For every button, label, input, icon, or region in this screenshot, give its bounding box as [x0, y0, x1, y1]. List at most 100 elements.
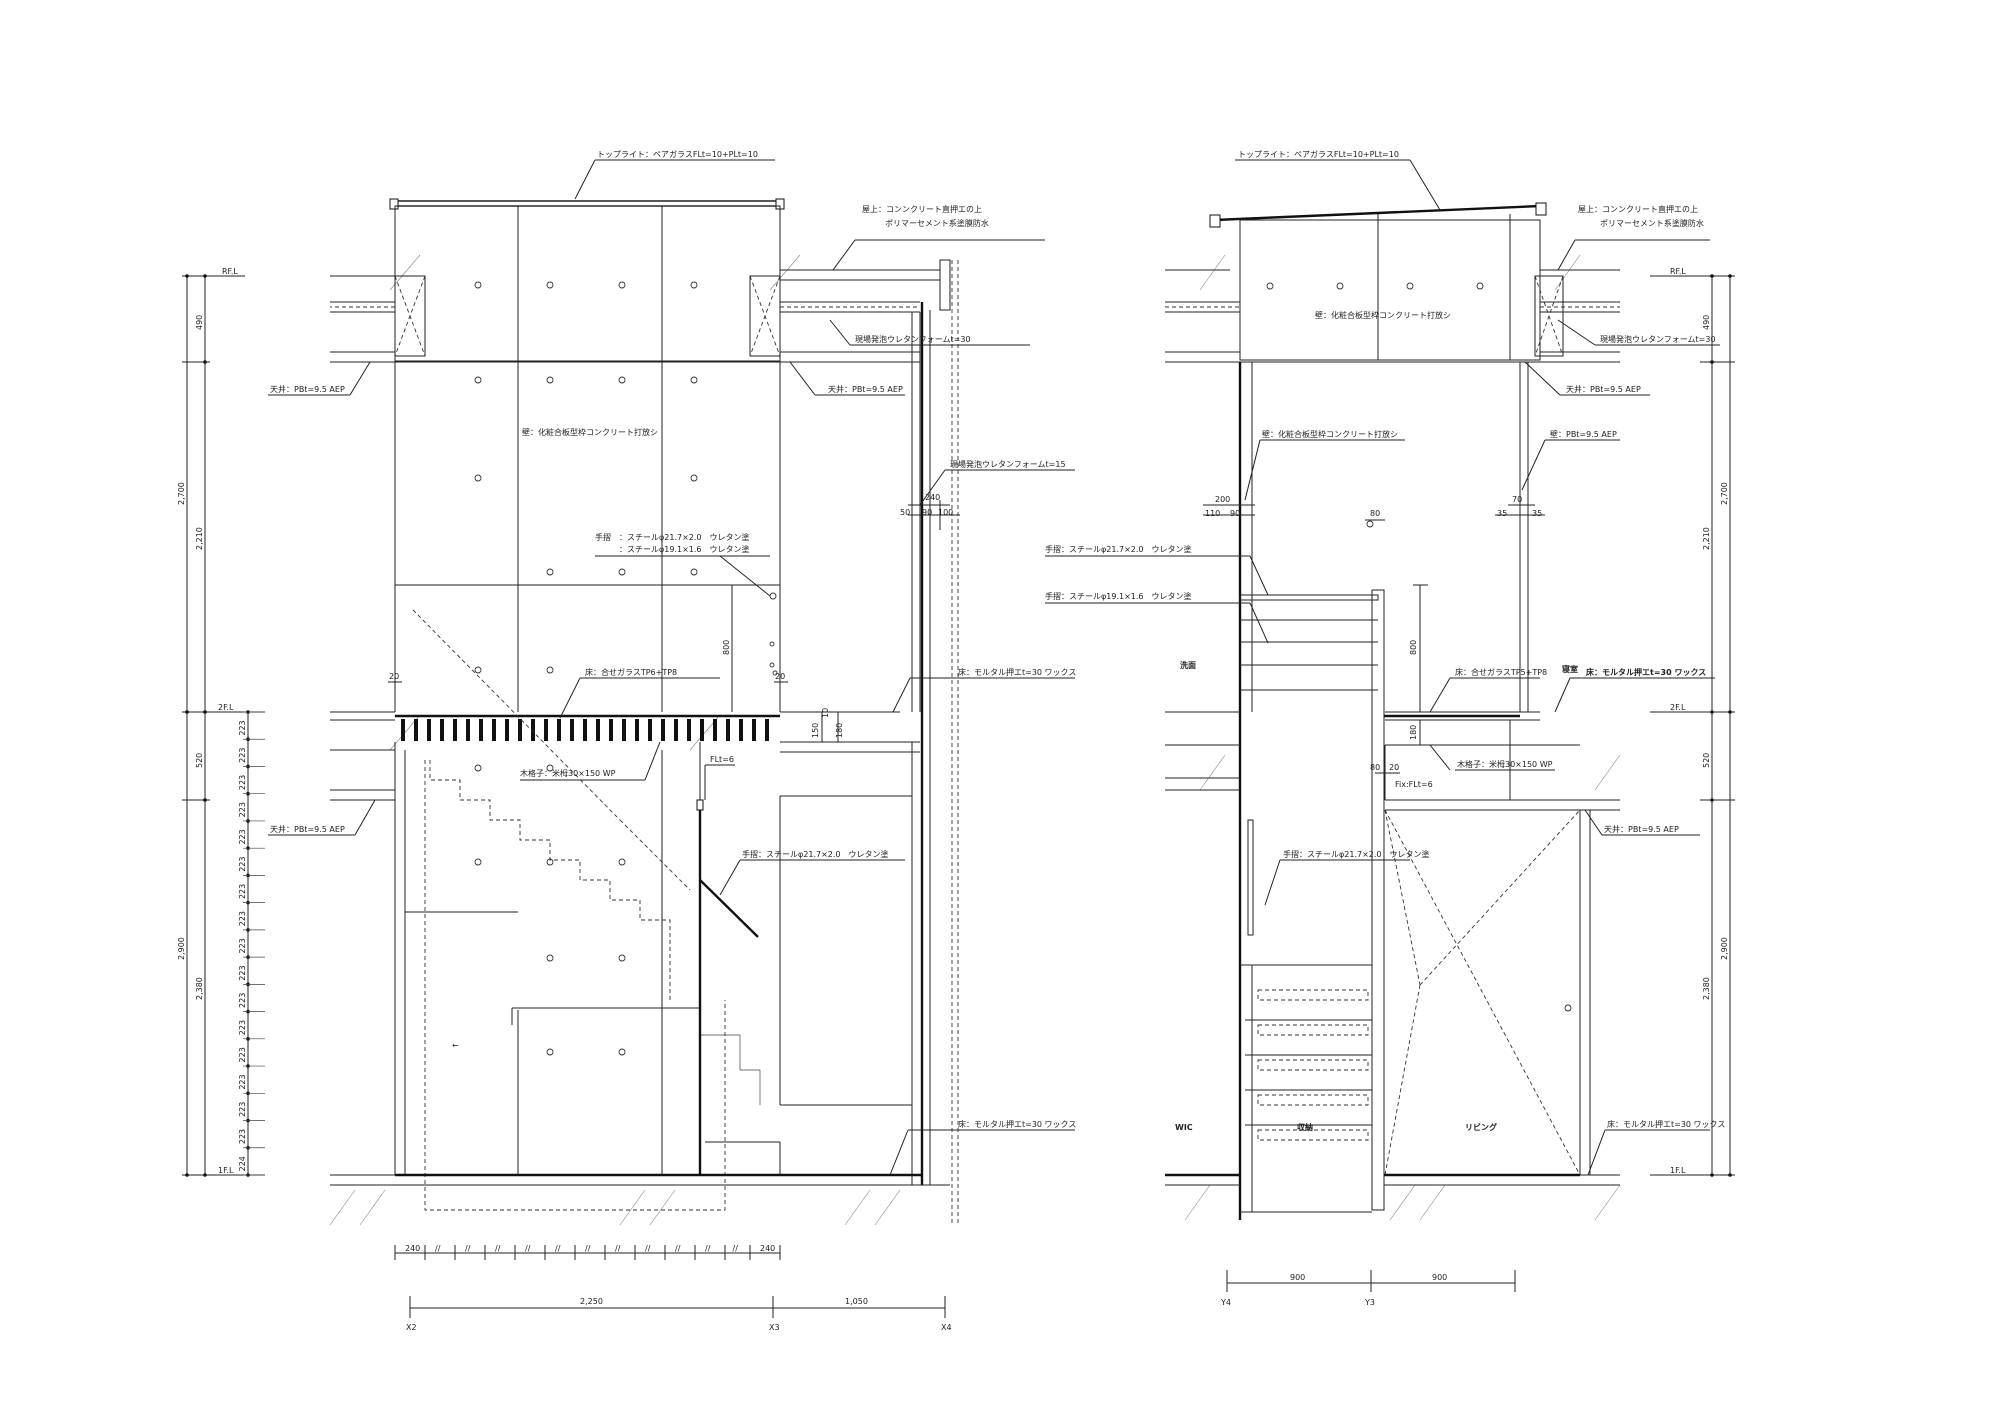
- right-axis-y4: Y4: [1220, 1298, 1231, 1307]
- lattice-slat: [765, 719, 769, 741]
- lattice-slat: [622, 719, 626, 741]
- left-dim-800: 800: [722, 640, 731, 655]
- left-label-roof2: ポリマーセメント系塗膜防水: [885, 218, 989, 228]
- left-dim-2380: 2,380: [195, 977, 204, 1000]
- right-label-rail2: 手摺：スチールφ19.1×1.6 ウレタン塗: [1045, 591, 1192, 601]
- right-rooms: 洗面 WIC 収納 リビング: [1175, 660, 1497, 1132]
- right-dim-35a: 35: [1497, 509, 1507, 518]
- lattice-slat: [609, 719, 613, 741]
- step-dim-label: 223: [238, 884, 247, 899]
- lattice-slat: [739, 719, 743, 741]
- left-dim-90: 90: [922, 508, 932, 517]
- left-lattice-slats: [401, 719, 769, 741]
- right-walls: [1165, 361, 1620, 1220]
- lattice-slat: [674, 719, 678, 741]
- left-span-2250: 2,250: [580, 1297, 603, 1306]
- left-axis-x2: X2: [406, 1323, 417, 1332]
- left-label-floorGlass: 床：合せガラスTP6+TP8: [585, 667, 677, 677]
- bottom-dim-label: //: [465, 1244, 471, 1253]
- lattice-slat: [687, 719, 691, 741]
- left-2f-floor: [330, 711, 920, 801]
- bottom-dim-label: //: [555, 1244, 561, 1253]
- lattice-slat: [713, 719, 717, 741]
- right-dim-70: 70: [1512, 495, 1522, 504]
- right-label-rail3: 手摺：スチールφ21.7×2.0 ウレタン塗: [1283, 849, 1430, 859]
- right-dim-2700: 2,700: [1720, 482, 1729, 505]
- right-dim-80a: 80: [1370, 509, 1380, 518]
- bottom-dim-label: //: [525, 1244, 531, 1253]
- right-span-900b: 900: [1432, 1273, 1447, 1282]
- step-dim-label: 223: [238, 1020, 247, 1035]
- left-walls: [394, 205, 921, 712]
- bottom-dim-label: //: [675, 1244, 681, 1253]
- step-dim-label: 223: [238, 938, 247, 953]
- left-label-foam30: 現場発泡ウレタンフォームt=30: [855, 334, 971, 344]
- left-label-rail1: 手摺 ：スチールφ21.7×2.0 ウレタン塗: [595, 532, 750, 542]
- right-span-900a: 900: [1290, 1273, 1305, 1282]
- right-dim-35b: 35: [1532, 509, 1542, 518]
- right-label-ceil1F: 天井：PBt=9.5 AEP: [1604, 824, 1679, 834]
- left-span-1050: 1,050: [845, 1297, 868, 1306]
- lattice-slat: [414, 719, 418, 741]
- left-bottom-ticks: 240//////////////////////240: [394, 1244, 781, 1260]
- left-roof-slab: [330, 259, 959, 1225]
- left-dim-20a: 20: [389, 672, 399, 681]
- left-room-arrow: ←: [452, 1041, 459, 1050]
- left-label-wall: 壁：化粧合板型枠コンクリート打放シ: [522, 427, 658, 437]
- left-dim-10: 10: [821, 708, 830, 718]
- lattice-slat: [518, 719, 522, 741]
- left-label-ceilR: 天井：PBt=9.5 AEP: [828, 384, 903, 394]
- left-leaders: 屋上：コンンクリート直押エの上 ポリマーセメント系塗膜防水 現場発泡ウレタンフォ…: [268, 204, 1076, 1176]
- bottom-dim-label: //: [705, 1244, 711, 1253]
- step-dim-label: 223: [238, 748, 247, 763]
- right-roof: [1165, 214, 1620, 363]
- left-label-toplight: トップライト：ペアガラスFLt=10+PLt=10: [597, 149, 758, 159]
- right-dim-2380: 2,380: [1702, 977, 1711, 1000]
- lattice-slat: [752, 719, 756, 741]
- left-level-1fl: 1F.L: [218, 1166, 234, 1175]
- right-label-floorMortar2: 床：モルタル押エt=30 ワックス: [1586, 667, 1706, 677]
- left-dim-490: 490: [195, 315, 204, 330]
- left-bottom-dims: 240//////////////////////240 2,250 1,050…: [394, 1244, 952, 1332]
- lattice-slat: [505, 719, 509, 741]
- right-dim-800: 800: [1409, 640, 1418, 655]
- right-label-wallPB: 壁：PBt=9.5 AEP: [1550, 429, 1617, 439]
- bottom-dim-label: //: [435, 1244, 441, 1253]
- step-dim-label: 223: [238, 802, 247, 817]
- right-dim-90: 90: [1230, 509, 1240, 518]
- step-dim-label: 223: [238, 829, 247, 844]
- lattice-slat: [648, 719, 652, 741]
- bottom-dim-label: 240: [405, 1244, 420, 1253]
- lattice-slat: [700, 719, 704, 741]
- lattice-slat: [557, 719, 561, 741]
- lattice-slat: [453, 719, 457, 741]
- right-dim-2210: 2,210: [1702, 527, 1711, 550]
- lattice-slat: [492, 719, 496, 741]
- right-ground-hatch: [1184, 254, 1621, 1221]
- right-dim-200: 200: [1215, 495, 1230, 504]
- lattice-slat: [596, 719, 600, 741]
- left-dim-50: 50: [900, 508, 910, 517]
- right-dim-2900: 2,900: [1720, 937, 1729, 960]
- step-dim-label: 223: [238, 1129, 247, 1144]
- right-label-floorGlass: 床：合せガラスTP5+TP8: [1455, 667, 1547, 677]
- bottom-dim-label: 240: [760, 1244, 775, 1253]
- step-dim-label: 224: [238, 1156, 247, 1171]
- right-level-rfl: RF.L: [1670, 267, 1686, 276]
- bottom-dim-label: //: [585, 1244, 591, 1253]
- right-axis-y3: Y3: [1364, 1298, 1375, 1307]
- right-dim-180: 180: [1409, 725, 1418, 740]
- right-dim-490: 490: [1702, 315, 1711, 330]
- right-level-1fl: 1F.L: [1670, 1166, 1686, 1175]
- right-label-bedroom: 寝室: [1561, 664, 1578, 674]
- lattice-slat: [661, 719, 665, 741]
- right-label-rail1: 手摺：スチールφ21.7×2.0 ウレタン塗: [1045, 544, 1192, 554]
- right-label-fix: Fix:FLt=6: [1395, 780, 1433, 789]
- right-toplight: トップライト：ペアガラスFLt=10+PLt=10: [1209, 149, 1547, 228]
- left-dim-2210: 2,210: [195, 527, 204, 550]
- right-label-roof2: ポリマーセメント系塗膜防水: [1600, 218, 1704, 228]
- left-label-foam15: 現場発泡ウレタンフォームt=15: [950, 459, 1066, 469]
- left-label-rail3: 手摺：スチールφ21.7×2.0 ウレタン塗: [742, 849, 889, 859]
- right-label-foam30: 現場発泡ウレタンフォームt=30: [1600, 334, 1716, 344]
- left-level-2fl: 2F.L: [218, 703, 234, 712]
